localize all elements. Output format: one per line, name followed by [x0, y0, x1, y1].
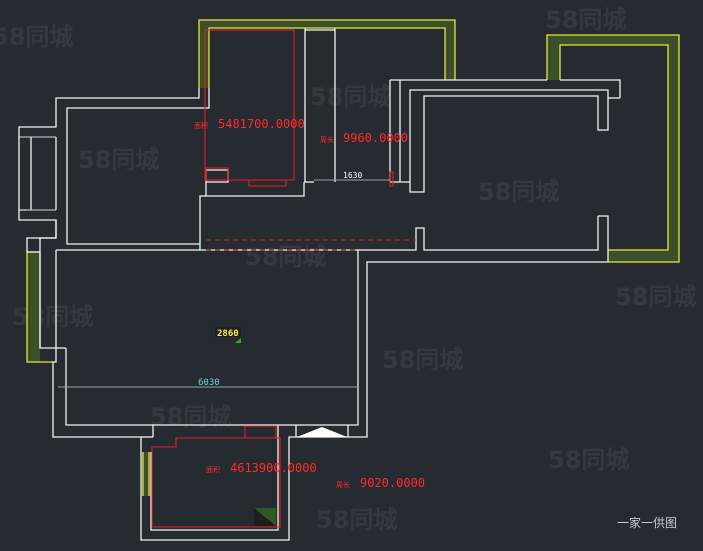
area-value: 5481700.0000: [218, 117, 305, 131]
red-marker: [389, 171, 394, 187]
area-outline-top-left: [204, 29, 295, 187]
watermark: 58同城: [382, 346, 463, 374]
perimeter-label: 周长: [320, 135, 334, 144]
width-dimension: 6030: [198, 378, 220, 388]
watermark: 58同城: [545, 6, 626, 34]
watermark: 58同城: [548, 446, 629, 474]
area-value: 4613900.0000: [230, 461, 317, 475]
watermark: 58同城: [310, 83, 391, 111]
footer-caption: 一家一供图: [616, 516, 677, 530]
watermark: 58同城: [316, 506, 397, 534]
area-outline-bottom: [151, 425, 281, 528]
watermark: 58同城: [150, 403, 231, 431]
watermark: 58同城: [245, 243, 326, 271]
watermark: 58同城: [12, 303, 93, 331]
watermark: 58同城: [615, 283, 696, 311]
height-mark-arrow: [235, 338, 241, 343]
watermark-group: 58同城 58同城 58同城 58同城 58同城 58同城 58同城 58同城 …: [0, 6, 696, 534]
watermark: 58同城: [78, 146, 159, 174]
watermark: 58同城: [0, 23, 73, 51]
watermark: 58同城: [478, 178, 559, 206]
perimeter-value: 9960.0000: [343, 131, 408, 145]
perimeter-label: 周长: [336, 480, 350, 489]
balcony-top: [198, 19, 456, 88]
opening-dimension: 1630: [343, 171, 362, 180]
balcony-bottom-left: [141, 452, 151, 496]
height-mark: 2860: [217, 329, 239, 339]
area-label: 面积: [206, 465, 220, 474]
area-label: 面积: [194, 121, 208, 130]
height-mark-box: [215, 327, 241, 337]
balcony-right: [546, 34, 680, 263]
perimeter-value: 9020.0000: [360, 476, 425, 490]
